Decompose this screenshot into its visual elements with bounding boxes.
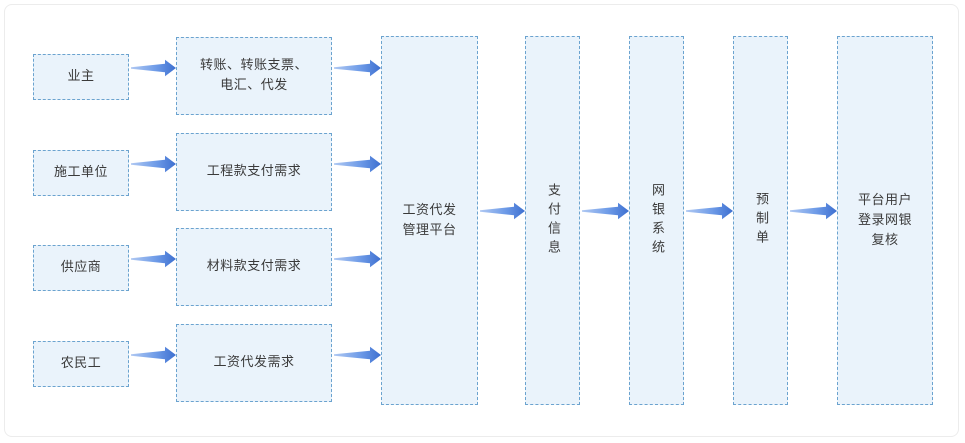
arrow-icon-ebank-to-prebill: [686, 202, 733, 220]
demand-salary[interactable]: 工资代发需求: [176, 324, 332, 402]
actor-owner[interactable]: 业主: [33, 54, 129, 100]
actor-contractor-label: 施工单位: [53, 165, 108, 180]
arrow-icon-prebill-to-review: [790, 202, 837, 220]
arrow-icon-worker-to-salary: [131, 346, 176, 364]
demand-material-label: 材料款支付需求: [206, 259, 302, 274]
stage-payinfo[interactable]: 支付信息: [525, 36, 580, 405]
stage-prebill-label: 预制单: [753, 192, 768, 249]
stage-prebill[interactable]: 预制单: [733, 36, 788, 405]
actor-supplier[interactable]: 供应商: [33, 245, 129, 291]
actor-owner-label: 业主: [67, 69, 95, 84]
stage-review-label: 平台用户 登录网银 复核: [857, 192, 912, 248]
arrow-icon-contractor-to-project: [131, 155, 176, 173]
actor-worker-label: 农民工: [60, 356, 102, 371]
stage-platform[interactable]: 工资代发 管理平台: [381, 36, 478, 405]
arrow-icon-platform-to-payinfo: [480, 202, 525, 220]
stage-review[interactable]: 平台用户 登录网银 复核: [837, 36, 933, 405]
arrow-icon-owner-to-transfer: [131, 59, 176, 77]
stage-ebank[interactable]: 网银系统: [629, 36, 684, 405]
stage-ebank-label: 网银系统: [649, 182, 664, 259]
arrow-icon-salary-to-platform: [334, 346, 381, 364]
arrow-icon-supplier-to-material: [131, 250, 176, 268]
stage-platform-label: 工资代发 管理平台: [402, 202, 457, 238]
demand-salary-label: 工资代发需求: [213, 355, 295, 370]
demand-project-label: 工程款支付需求: [206, 164, 302, 179]
demand-material[interactable]: 材料款支付需求: [176, 228, 332, 306]
demand-project[interactable]: 工程款支付需求: [176, 133, 332, 211]
demand-transfer-label: 转账、转账支票、 电汇、代发: [199, 58, 308, 93]
stage-payinfo-label: 支付信息: [545, 182, 560, 259]
actor-contractor[interactable]: 施工单位: [33, 150, 129, 196]
arrow-icon-payinfo-to-ebank: [582, 202, 629, 220]
arrow-icon-transfer-to-platform: [334, 59, 381, 77]
actor-worker[interactable]: 农民工: [33, 341, 129, 387]
arrow-icon-project-to-platform: [334, 155, 381, 173]
arrow-icon-material-to-platform: [334, 250, 381, 268]
actor-supplier-label: 供应商: [60, 260, 102, 275]
demand-transfer[interactable]: 转账、转账支票、 电汇、代发: [176, 37, 332, 115]
